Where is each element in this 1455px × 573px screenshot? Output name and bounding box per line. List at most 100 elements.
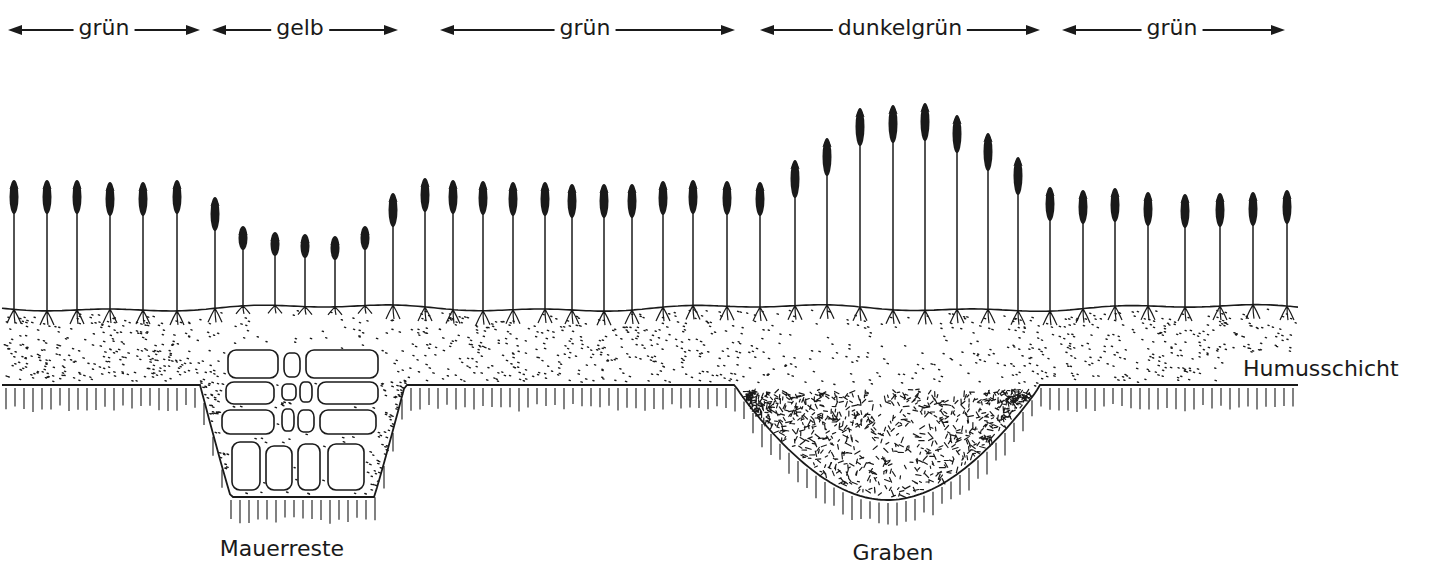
ear <box>568 184 577 218</box>
roots <box>136 310 150 324</box>
arrow-head <box>1062 25 1076 35</box>
ear <box>541 182 550 216</box>
subsoil-hatching <box>6 388 1293 525</box>
ear <box>301 234 310 258</box>
arrow-head <box>384 25 398 35</box>
wall-remains <box>222 350 378 490</box>
ear <box>106 182 115 216</box>
arrow-head <box>440 25 454 35</box>
ear <box>1079 190 1088 224</box>
stalk <box>1147 224 1149 306</box>
color-label: dunkelgrün <box>833 16 967 40</box>
ear <box>1216 193 1225 227</box>
awn <box>1283 194 1291 199</box>
stalk <box>1114 220 1116 306</box>
stalk <box>726 213 728 306</box>
stalk <box>334 258 336 307</box>
roots <box>40 311 54 325</box>
awn <box>568 188 576 193</box>
stalk <box>214 229 216 308</box>
ear <box>953 115 962 153</box>
stalk <box>512 214 514 310</box>
roots <box>1246 305 1260 319</box>
roots <box>1178 307 1192 321</box>
roots <box>918 310 932 324</box>
stone <box>298 444 320 490</box>
range-arrows <box>8 25 1285 35</box>
ditch-fill <box>743 389 1032 497</box>
roots <box>625 310 639 324</box>
awn <box>756 186 764 191</box>
awn <box>1249 196 1257 201</box>
ear <box>211 197 220 231</box>
stalk <box>424 210 426 307</box>
awn <box>509 186 517 191</box>
roots <box>1280 306 1294 320</box>
stalk <box>46 212 48 311</box>
roots <box>656 307 670 321</box>
awn <box>271 236 279 241</box>
stalk <box>1082 222 1084 309</box>
ear <box>659 181 668 215</box>
awn <box>823 142 831 147</box>
stalk <box>274 254 276 305</box>
stone <box>222 410 274 434</box>
color-label: grün <box>1142 16 1203 40</box>
ear <box>628 184 637 218</box>
ear <box>889 105 898 143</box>
awn <box>139 186 147 191</box>
stone <box>298 410 314 432</box>
ear <box>389 193 398 227</box>
awn <box>1079 194 1087 199</box>
roots <box>597 311 611 325</box>
stalk <box>987 169 989 309</box>
stone <box>226 382 274 404</box>
roots <box>298 307 312 315</box>
awn <box>449 184 457 189</box>
roots <box>103 309 117 323</box>
ear <box>791 160 800 198</box>
awn <box>1111 192 1119 197</box>
ear <box>271 232 280 256</box>
feature-label: Graben <box>847 541 938 565</box>
roots <box>1213 306 1227 320</box>
roots <box>170 311 184 325</box>
stone <box>228 350 278 378</box>
awn <box>541 186 549 191</box>
stone <box>232 442 260 490</box>
ear <box>479 181 488 215</box>
stone <box>318 382 378 404</box>
stalk <box>76 212 78 310</box>
roots <box>208 308 222 322</box>
awn <box>659 185 667 190</box>
awn <box>421 182 429 187</box>
cereal-plants <box>7 103 1294 325</box>
awn <box>984 137 992 142</box>
awn <box>1181 198 1189 203</box>
stalk <box>956 151 958 309</box>
ear <box>984 133 993 171</box>
ear <box>1144 192 1153 226</box>
stalk <box>13 212 15 309</box>
stalk <box>859 144 861 307</box>
ear <box>823 138 832 176</box>
arrow-head <box>212 25 226 35</box>
feature-label: Mauerreste <box>215 537 349 561</box>
stalk <box>364 248 366 306</box>
roots <box>538 309 552 323</box>
awn <box>1216 197 1224 202</box>
awn <box>301 238 309 243</box>
color-label: grün <box>74 16 135 40</box>
stone <box>320 410 376 434</box>
awn <box>921 107 929 112</box>
stone <box>282 409 294 431</box>
roots <box>565 310 579 324</box>
stalk <box>631 216 633 310</box>
roots <box>1141 306 1155 320</box>
awn <box>389 197 397 202</box>
ear <box>449 180 458 214</box>
roots <box>418 307 432 321</box>
stalk <box>1219 225 1221 306</box>
stalk <box>109 214 111 309</box>
ear <box>1181 194 1190 228</box>
